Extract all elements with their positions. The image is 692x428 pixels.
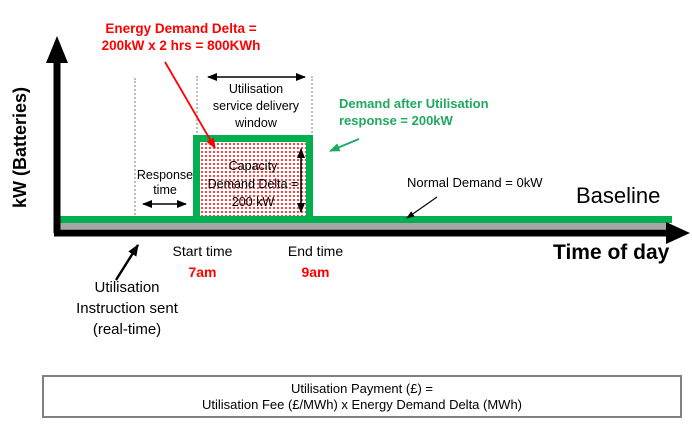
- utilisation-instruction-label: Utilisation Instruction sent (real-time): [76, 279, 178, 338]
- baseline-label: Baseline: [576, 183, 661, 208]
- y-axis-label: kW (Batteries): [10, 86, 30, 208]
- y-axis-arrowhead: [46, 36, 68, 63]
- start-time-value: 7am: [188, 264, 217, 280]
- normal-demand-label: Normal Demand = 0kW: [407, 175, 543, 190]
- start-time-label: Start time: [172, 243, 233, 259]
- baseline-demand-line: [58, 216, 672, 223]
- normal-demand-pointer-arrow: [406, 196, 438, 219]
- formula-line-1: Utilisation Payment (£) =: [291, 380, 433, 396]
- demand-after-response-note: Demand after Utilisation response = 200k…: [339, 96, 489, 128]
- utilisation-payment-formula-box: Utilisation Payment (£) = Utilisation Fe…: [42, 375, 682, 418]
- utilisation-pulse-rectangle: Capacity Demand Delta = 200 kW: [193, 135, 313, 216]
- service-delivery-window-label: Utilisation service delivery window: [212, 82, 300, 130]
- x-axis-label: Time of day: [553, 241, 670, 264]
- start-time-block: Start time 7am: [160, 243, 245, 280]
- response-time-label: Response time: [136, 168, 194, 197]
- formula-line-2: Utilisation Fee (£/MWh) x Energy Demand …: [201, 396, 523, 412]
- y-axis: [46, 36, 68, 233]
- capacity-demand-delta-label: Capacity Demand Delta = 200 kW: [207, 159, 299, 209]
- x-axis-arrowhead: [666, 222, 690, 244]
- response-window-guide-line: [134, 78, 136, 215]
- baseline-shadow-line: [58, 223, 669, 229]
- energy-demand-delta-note: Energy Demand Delta = 200kW x 2 hrs = 80…: [101, 21, 261, 53]
- demand-after-pointer-arrow: [329, 138, 360, 152]
- end-time-block: End time 9am: [273, 243, 358, 280]
- end-time-value: 9am: [301, 264, 330, 280]
- instruction-pointer-arrow: [114, 243, 140, 281]
- end-time-label: End time: [287, 243, 344, 259]
